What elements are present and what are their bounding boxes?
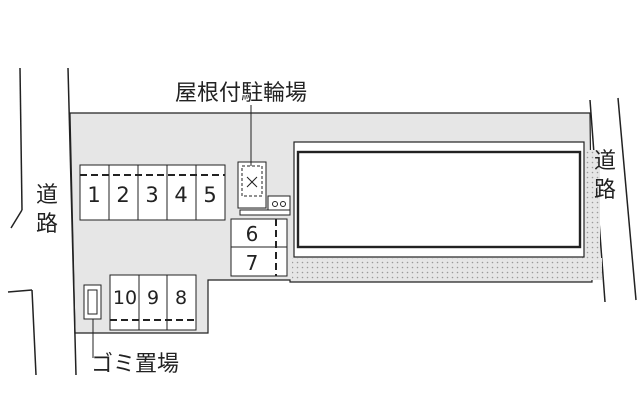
parking-space-label: 3 [145,183,158,207]
garbage-area [83,284,102,358]
parking-space-label: 5 [203,183,216,207]
road-right-label-1: 道 [594,149,616,174]
road-left-edge-3 [7,289,33,293]
garbage-area-label: ゴミ置場 [91,352,179,377]
parking-top-row: 1 2 3 4 5 [79,164,226,221]
parking-space-label: 4 [174,183,187,207]
parking-space-label: 2 [116,183,129,207]
parking-space-label: 7 [246,251,259,275]
building-inner [296,150,582,249]
covered-bicycle-parking-label: 屋根付駐輪場 [175,81,307,106]
parking-right-stack: 6 7 [230,218,288,277]
road-right-edge-2 [617,97,637,301]
road-left-tick [10,209,23,229]
road-left-label-1: 道 [36,183,58,208]
bicycle-icon [272,201,278,207]
bicycle-icon [280,201,286,207]
road-left-edge-1 [19,67,23,211]
dotted-strip-right [582,150,600,280]
parking-space-label: 1 [87,183,100,207]
parking-space-label: 6 [246,222,259,246]
road-right-label-2: 路 [594,178,616,203]
dotted-strip [292,258,602,280]
parking-space-label: 10 [113,287,137,309]
road-left-edge-2 [67,67,77,376]
parking-bottom-row: 10 9 8 [109,274,197,331]
road-left-edge-4 [31,289,37,376]
road-left-label-2: 路 [36,212,58,237]
parking-space-label: 8 [175,287,187,309]
parking-space-label: 9 [147,287,159,309]
bicycle-parking [237,161,291,216]
